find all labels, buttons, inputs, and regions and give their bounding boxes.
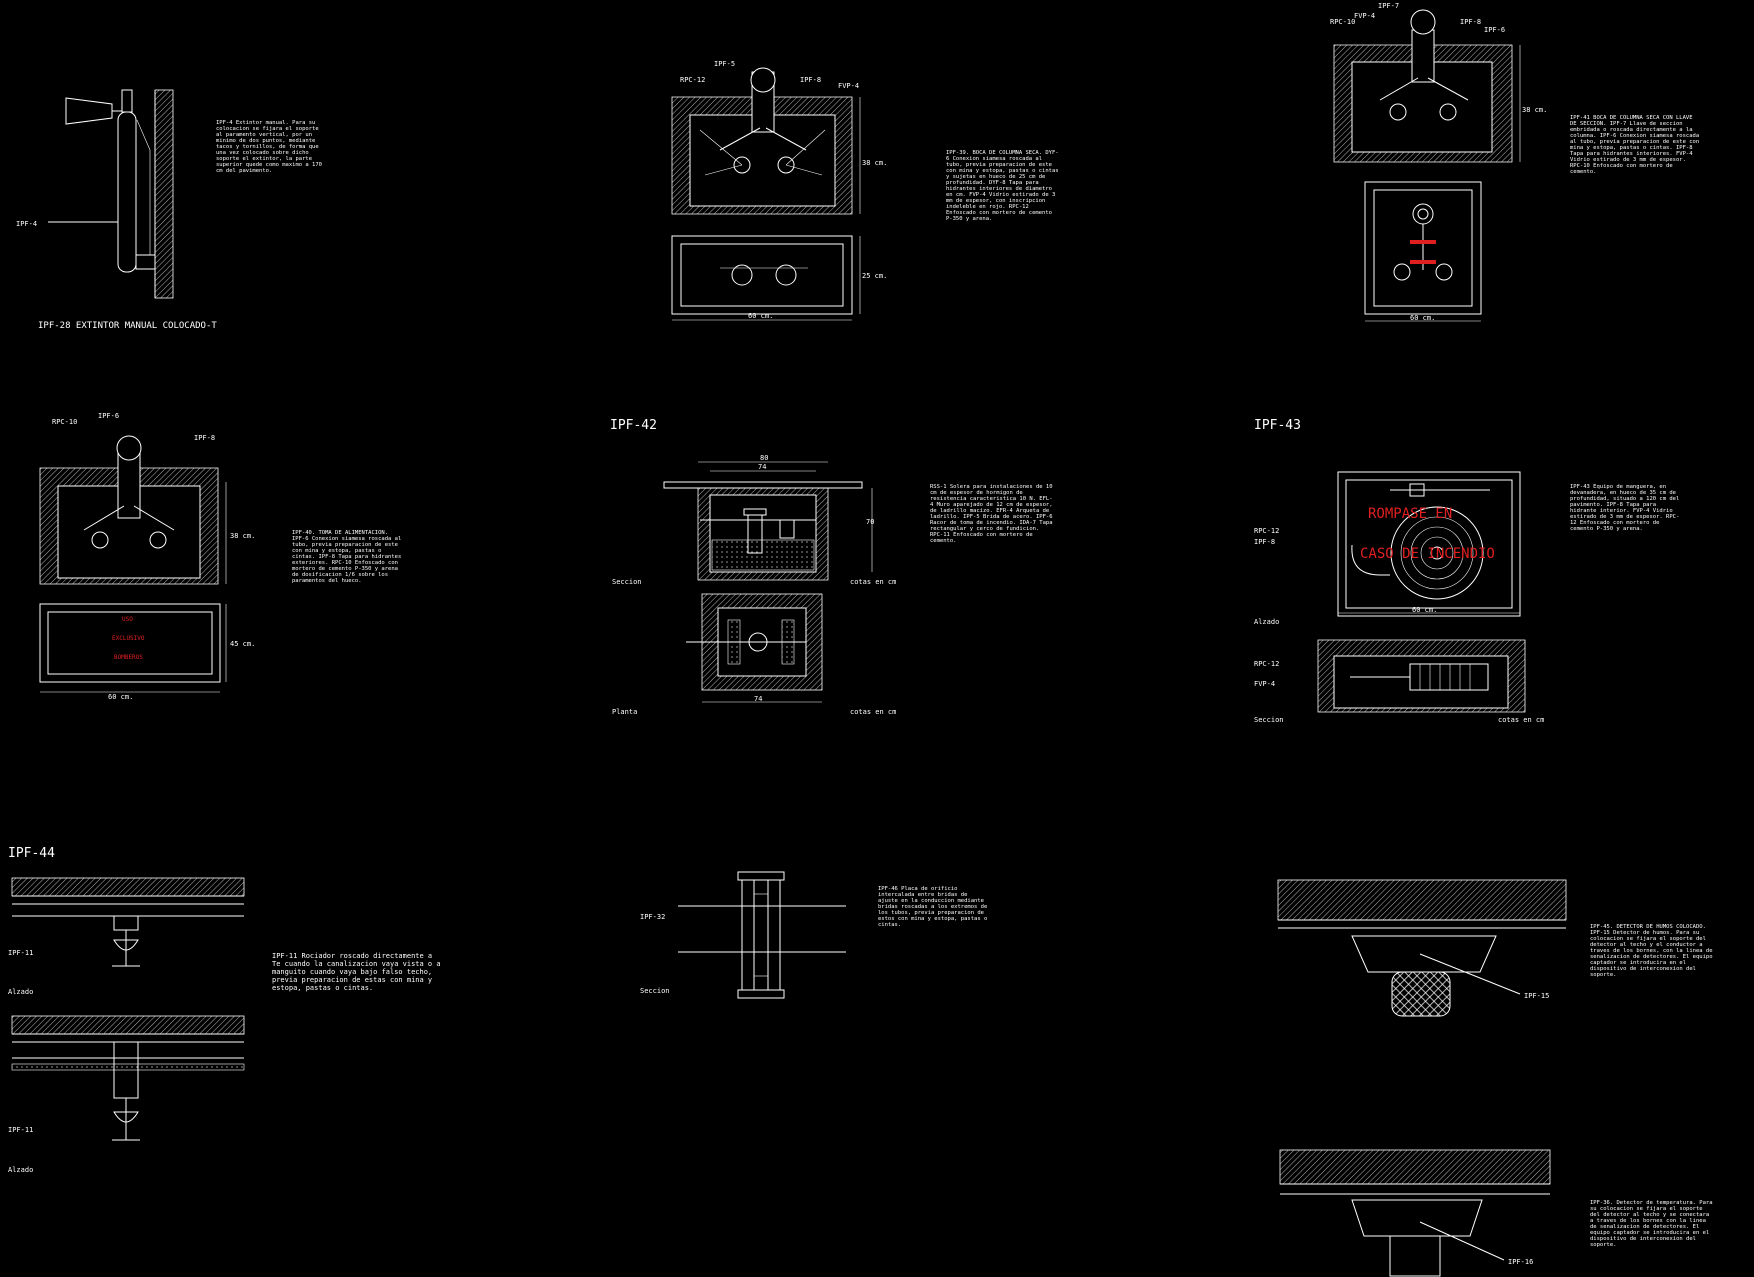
- note-columna-seca: IPF-39. BOCA DE COLUMNA SECA. DYF-6 Cone…: [946, 150, 1059, 222]
- label-ipf7: IPF-7: [1378, 2, 1399, 10]
- title-ipf44: IPF-44: [8, 846, 55, 861]
- label-cotas-42b: cotas en cm: [850, 708, 896, 716]
- toma-alimentacion-detail: 38 cm. RPC-10 IPF-6 IPF-8 USO EXCLUSIVO …: [39, 412, 401, 701]
- dim-80: 80: [760, 454, 768, 462]
- dim-60-b: 60 cm.: [1410, 314, 1435, 322]
- note-brida: IPF-46 Placa de orificio intercalada ent…: [878, 886, 987, 928]
- note-temperatura: IPF-36. Detector de temperatura. Para su…: [1590, 1200, 1713, 1248]
- ipf42-detail: IPF-42 80 74 70 Seccion cotas en cm 74 P…: [610, 418, 1053, 716]
- label-rpc10-b: RPC-10: [1330, 18, 1355, 26]
- label-fvp4-b: FVP-4: [1354, 12, 1375, 20]
- dim-25: 25 cm.: [862, 272, 887, 280]
- label-rpc12-43b: RPC-12: [1254, 660, 1279, 668]
- label-cotas-42a: cotas en cm: [850, 578, 896, 586]
- note-extintor: IPF-4 Extintor manual. Para su colocacio…: [216, 120, 322, 174]
- label-ipf11-a: IPF-11: [8, 949, 33, 957]
- note-alimentacion: IPF-40. TOMA DE ALIMENTACION. IPF-6 Cone…: [292, 530, 401, 584]
- dim-74: 74: [758, 463, 766, 471]
- sign-bomberos: BOMBEROS: [114, 654, 143, 661]
- sign-rompase: ROMPASE EN: [1368, 506, 1452, 522]
- sign-caso: CASO DE INCENDIO: [1360, 546, 1495, 562]
- title-ipf43: IPF-43: [1254, 418, 1301, 433]
- dim-74-plan: 74: [754, 695, 762, 703]
- label-ipf16: IPF-16: [1508, 1258, 1533, 1266]
- label-ipf6-b: IPF-6: [1484, 26, 1505, 34]
- label-ipf8-43: IPF-8: [1254, 538, 1275, 546]
- note-bie: IPF-43 Equipo de manguera, en devanadera…: [1570, 484, 1679, 532]
- label-cotas-43: cotas en cm: [1498, 716, 1544, 724]
- label-seccion-42: Seccion: [612, 578, 642, 586]
- dim-70: 70: [866, 518, 874, 526]
- label-ipf15: IPF-15: [1524, 992, 1549, 1000]
- label-fvp4-a: FVP-4: [838, 82, 859, 90]
- dim-60-c: 60 cm.: [108, 693, 133, 701]
- label-ipf8-a: IPF-8: [800, 76, 821, 84]
- note-columna-llave: IPF-41 BOCA DE COLUMNA SECA CON LLAVE DE…: [1570, 115, 1699, 175]
- title-ipf28: IPF-28 EXTINTOR MANUAL COLOCADO-T: [38, 321, 217, 331]
- sign-uso: USO: [122, 616, 133, 623]
- label-ipf11-b: IPF-11: [8, 1126, 33, 1134]
- label-rpc12-43: RPC-12: [1254, 527, 1279, 535]
- label-rpc12-a: RPC-12: [680, 76, 705, 84]
- dim-38-c: 38 cm.: [230, 532, 255, 540]
- label-alzado-44a: Alzado: [8, 988, 33, 996]
- label-ipf5-a: IPF-5: [714, 60, 735, 68]
- label-seccion-brida: Seccion: [640, 987, 670, 995]
- label-ipf8-b: IPF-8: [1460, 18, 1481, 26]
- detector-temperatura-detail: IPF-16 IPF-36. Detector de temperatura. …: [1279, 1149, 1713, 1277]
- extintor-detail: IPF-4 IPF-28 EXTINTOR MANUAL COLOCADO-T …: [16, 89, 322, 331]
- dim-60-d: 60 cm.: [1412, 606, 1437, 614]
- sign-exclusivo: EXCLUSIVO: [112, 635, 145, 642]
- label-ipf8: IPF-8: [194, 434, 215, 442]
- brida-detail: IPF-32 Seccion IPF-46 Placa de orificio …: [640, 871, 987, 999]
- note-rociador: IPF-11 Rociador roscado directamente a T…: [272, 952, 441, 992]
- label-alzado-43: Alzado: [1254, 618, 1279, 626]
- label-ipf6: IPF-6: [98, 412, 119, 420]
- columna-seca-detail: 38 cm. RPC-12 IPF-5 IPF-8 FVP-4 25 cm. 6…: [671, 60, 1059, 321]
- title-ipf42: IPF-42: [610, 418, 657, 433]
- label-seccion-43: Seccion: [1254, 716, 1284, 724]
- ipf43-detail: IPF-43 ROMPASE EN CASO DE INCENDIO 60 cm…: [1254, 418, 1679, 724]
- note-humos: IPF-45. DETECTOR DE HUMOS COLOCADO. IPF-…: [1590, 924, 1713, 978]
- label-alzado-44b: Alzado: [8, 1166, 33, 1174]
- dim-38-b: 38 cm.: [1522, 106, 1547, 114]
- label-planta: Planta: [612, 708, 637, 716]
- note-hidrante: RSS-1 Solera para instalaciones de 10 cm…: [930, 484, 1053, 544]
- dim-45: 45 cm.: [230, 640, 255, 648]
- label-rpc10: RPC-10: [52, 418, 77, 426]
- detector-humos-detail: IPF-15 IPF-45. DETECTOR DE HUMOS COLOCAD…: [1277, 879, 1713, 1017]
- dim-60-a: 60 cm.: [748, 312, 773, 320]
- ipf44-detail: IPF-44 IPF-11 Alzado IPF-11 Alzado IPF-1…: [8, 846, 441, 1174]
- label-ipf32: IPF-32: [640, 913, 665, 921]
- label-ipf4: IPF-4: [16, 220, 37, 228]
- label-fvp4-43: FVP-4: [1254, 680, 1275, 688]
- dim-38-a: 38 cm.: [862, 159, 887, 167]
- columna-llave-detail: 38 cm. RPC-10 FVP-4 IPF-7 IPF-8 IPF-6 60…: [1330, 2, 1699, 322]
